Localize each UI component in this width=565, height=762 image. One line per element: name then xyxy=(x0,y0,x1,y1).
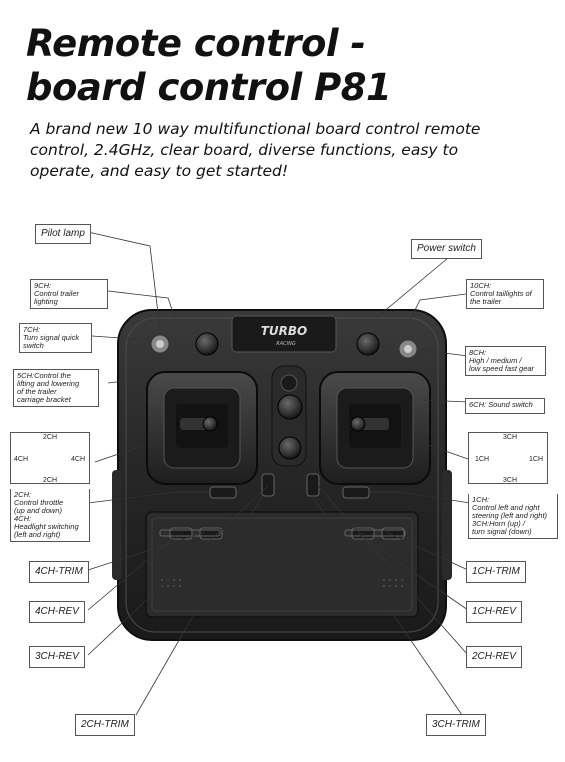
right-stick-gimbal[interactable] xyxy=(319,371,431,485)
right-knob[interactable] xyxy=(356,332,380,356)
center-controls[interactable] xyxy=(271,365,307,467)
channel-switches[interactable] xyxy=(159,473,406,540)
ch9-label: 9CH: Control trailer lighting xyxy=(30,279,108,309)
ch6-label: 6CH: Sound switch xyxy=(465,398,545,414)
leader-lines xyxy=(87,231,471,716)
left-dir-bottom: 2CH xyxy=(43,477,58,484)
ch4-rev-label: 4CH-REV xyxy=(29,601,85,623)
ch1-rev-label: 1CH-REV xyxy=(466,601,522,623)
ch7-label: 7CH: Turn signal quick switch xyxy=(19,323,92,353)
left-dir-right: 4CH xyxy=(71,456,86,463)
ch5-label: 5CH:Control the lifting and lowering of … xyxy=(13,369,99,407)
ch10-label: 10CH: Control taillights of the trailer xyxy=(466,279,544,309)
left-toggle-switch[interactable] xyxy=(150,334,170,354)
ch1-ch3-description: 1CH: Control left and right steering (le… xyxy=(468,494,558,539)
right-direction-box: 3CH 1CH 1CH 3CH xyxy=(468,432,548,484)
logo-text: TURBO xyxy=(261,324,308,338)
left-direction-box: 2CH 4CH 4CH 2CH xyxy=(10,432,90,484)
power-switch-label: Power switch xyxy=(411,239,482,259)
logo-plate: TURBO RACING xyxy=(231,315,337,353)
right-dir-top: 3CH xyxy=(503,434,518,441)
logo-sub: RACING xyxy=(276,341,296,347)
pilot-lamp-label: Pilot lamp xyxy=(35,224,91,244)
ch8-label: 8CH: High / medium / low speed fast gear xyxy=(465,346,546,376)
ch2-ch4-description: 2CH: Control throttle (up and down) 4CH:… xyxy=(10,489,90,542)
left-dir-left: 4CH xyxy=(14,456,29,463)
ch4-trim-label: 4CH-TRIM xyxy=(29,561,89,583)
left-stick-gimbal[interactable] xyxy=(146,371,258,485)
page-title: Remote control - board control P81 xyxy=(26,22,392,110)
left-dir-top: 2CH xyxy=(43,434,58,441)
right-dir-bottom: 3CH xyxy=(503,477,518,484)
ch2-trim-label: 2CH-TRIM xyxy=(75,714,135,736)
right-dir-left: 1CH xyxy=(475,456,490,463)
title-line-1: Remote control - xyxy=(26,22,366,65)
title-line-2: board control P81 xyxy=(26,66,392,109)
subtitle: A brand new 10 way multifunctional board… xyxy=(30,120,481,180)
ch3-rev-label: 3CH-REV xyxy=(29,646,85,668)
right-toggle-switch[interactable] xyxy=(398,339,418,359)
ch1-trim-label: 1CH-TRIM xyxy=(466,561,526,583)
ch3-trim-label: 3CH-TRIM xyxy=(426,714,486,736)
left-knob[interactable] xyxy=(195,332,219,356)
right-dir-right: 1CH xyxy=(529,456,544,463)
ch2-rev-label: 2CH-REV xyxy=(466,646,522,668)
